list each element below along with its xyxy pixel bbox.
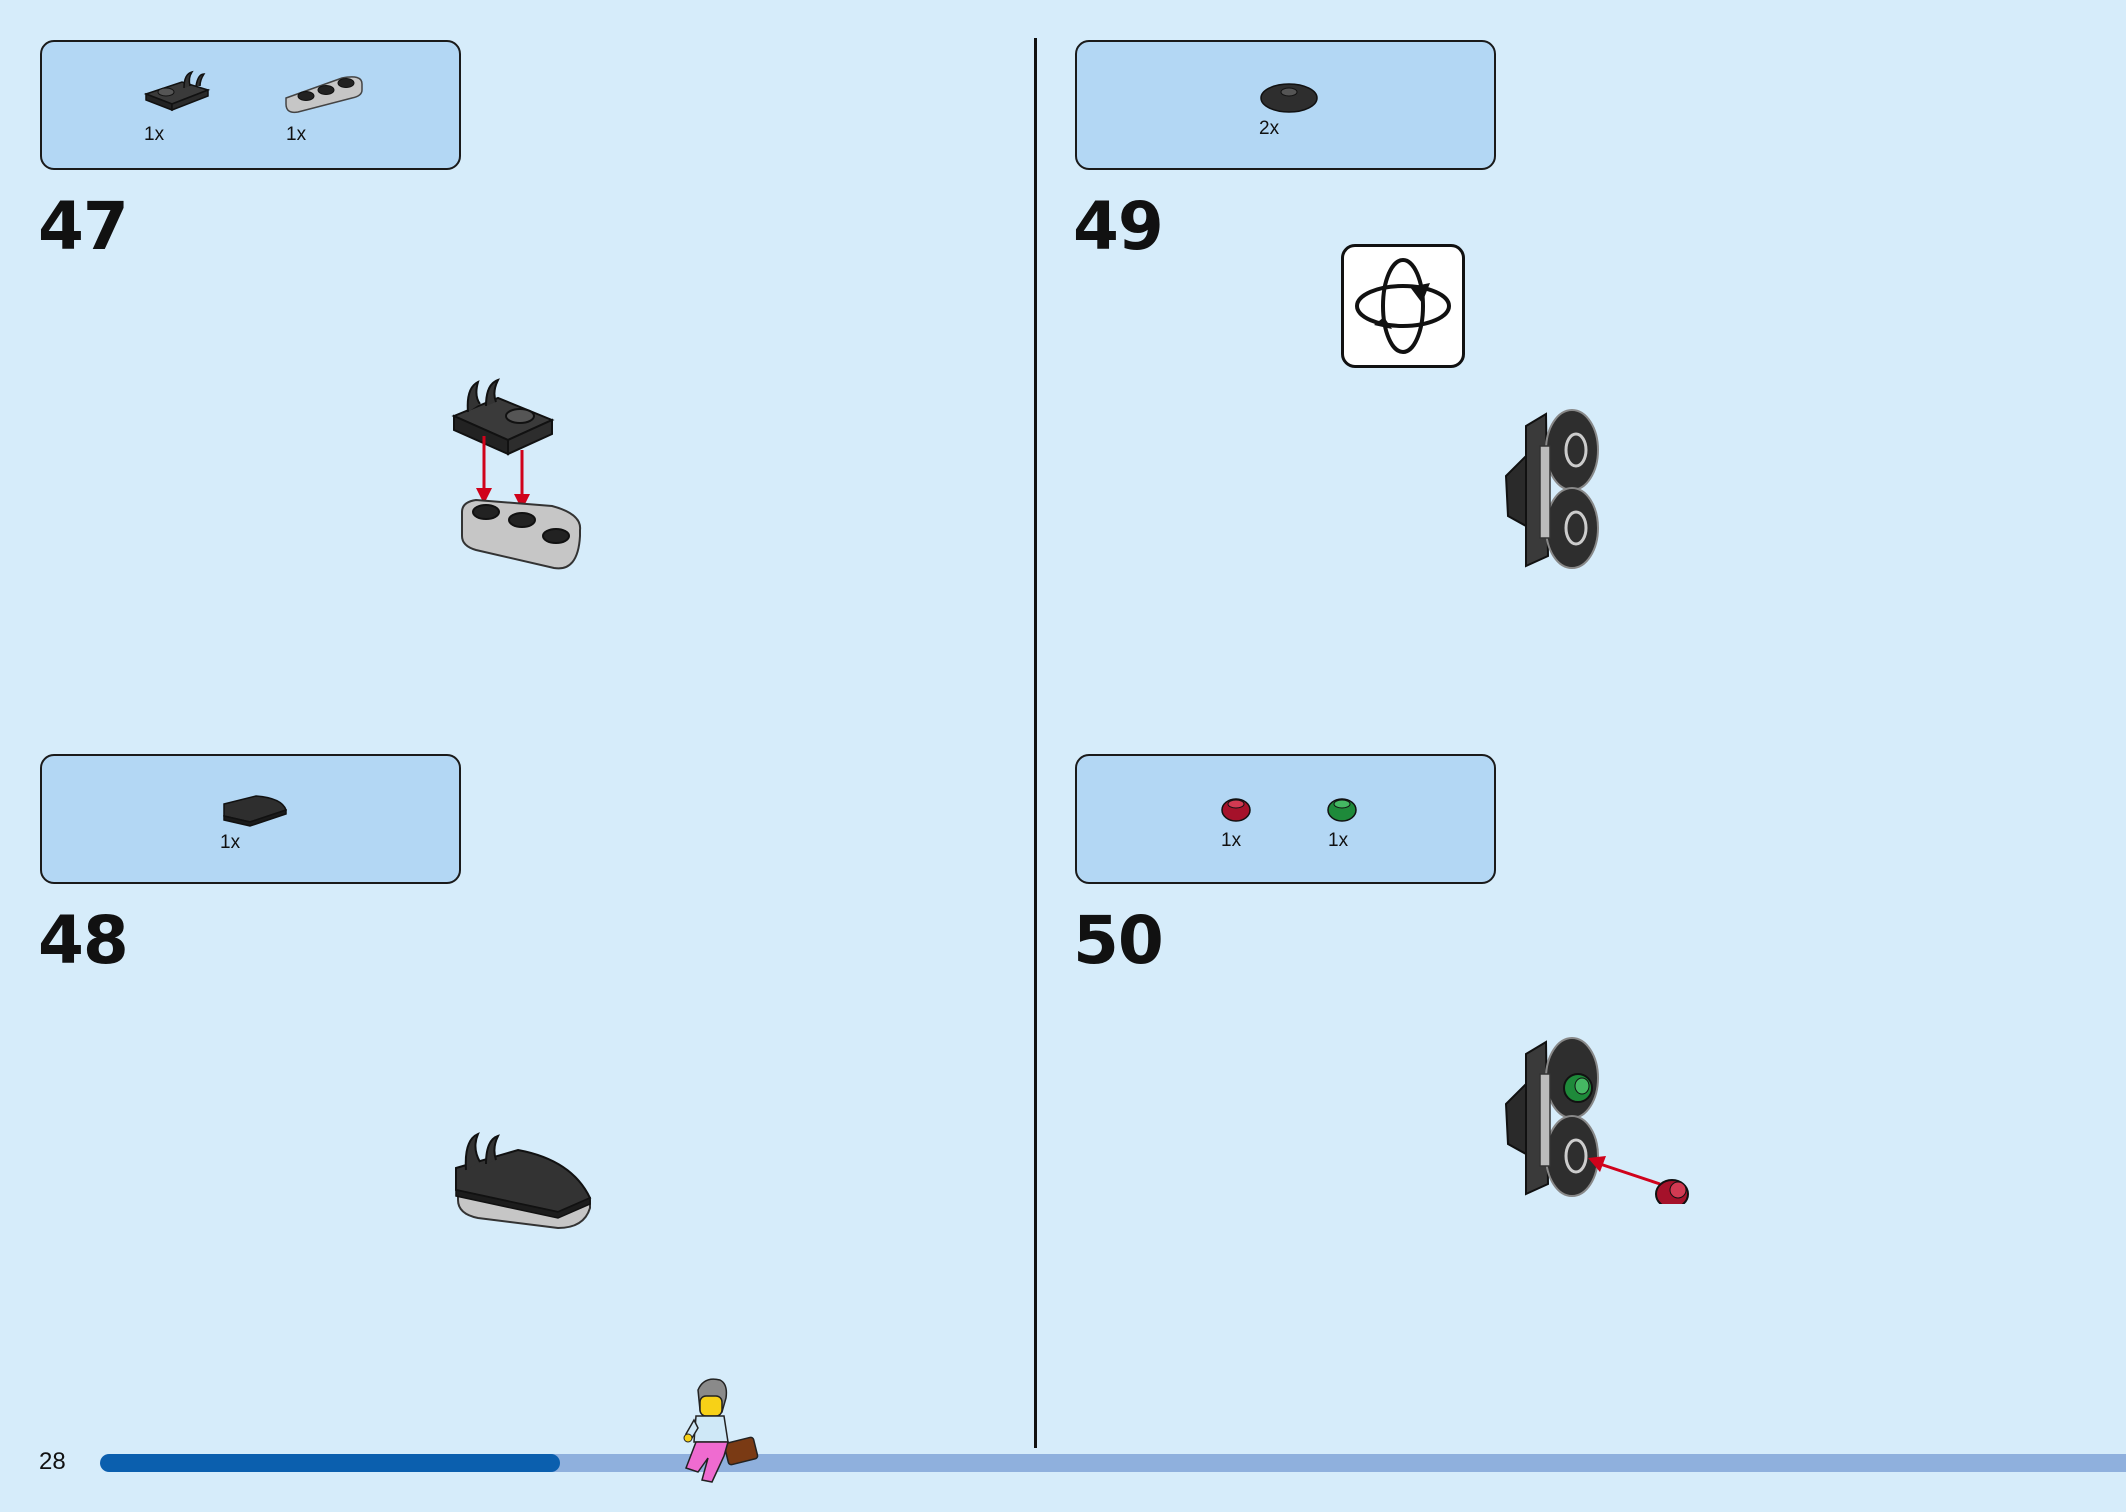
step-50-parts-box: 1x 1x <box>1075 754 1496 884</box>
step-48-number: 48 <box>38 902 129 979</box>
step-48-parts-box: 1x <box>40 754 461 884</box>
step-47-part-2-qty: 1x <box>286 124 307 145</box>
step-50-part-2-qty: 1x <box>1328 830 1349 851</box>
page-divider <box>1034 38 1037 1448</box>
minifigure-walking-icon <box>683 1378 759 1483</box>
step-47-part-1-qty: 1x <box>144 124 165 145</box>
step-48-assembly-illustration <box>455 1132 592 1230</box>
step-50-part-1-qty: 1x <box>1221 830 1242 851</box>
red-round-plate-icon <box>1221 798 1251 822</box>
black-clip-plate-icon <box>143 70 211 112</box>
step-47-parts-box: 1x 1x <box>40 40 461 170</box>
step-49-parts-box: 2x <box>1075 40 1496 170</box>
step-47-assembly-illustration <box>451 378 582 570</box>
step-49-part-1-qty: 2x <box>1259 118 1280 139</box>
rotate-model-box <box>1341 244 1465 368</box>
green-round-plate-icon <box>1327 798 1357 822</box>
page-number: 28 <box>39 1448 66 1475</box>
step-50-number: 50 <box>1073 902 1164 979</box>
build-progress-bar <box>100 1454 2126 1472</box>
step-47-number: 47 <box>38 188 129 265</box>
black-curved-slope-icon <box>223 795 287 827</box>
step-48-part-1-qty: 1x <box>220 832 241 853</box>
step-50-assembly-illustration <box>1504 1037 1689 1204</box>
build-progress-fill <box>100 1454 560 1472</box>
rotate-model-icon <box>1355 258 1451 354</box>
gray-rounded-plate-icon <box>285 76 363 114</box>
step-49-number: 49 <box>1073 188 1164 265</box>
step-49-assembly-illustration <box>1504 409 1599 569</box>
black-round-dish-icon <box>1260 83 1318 113</box>
